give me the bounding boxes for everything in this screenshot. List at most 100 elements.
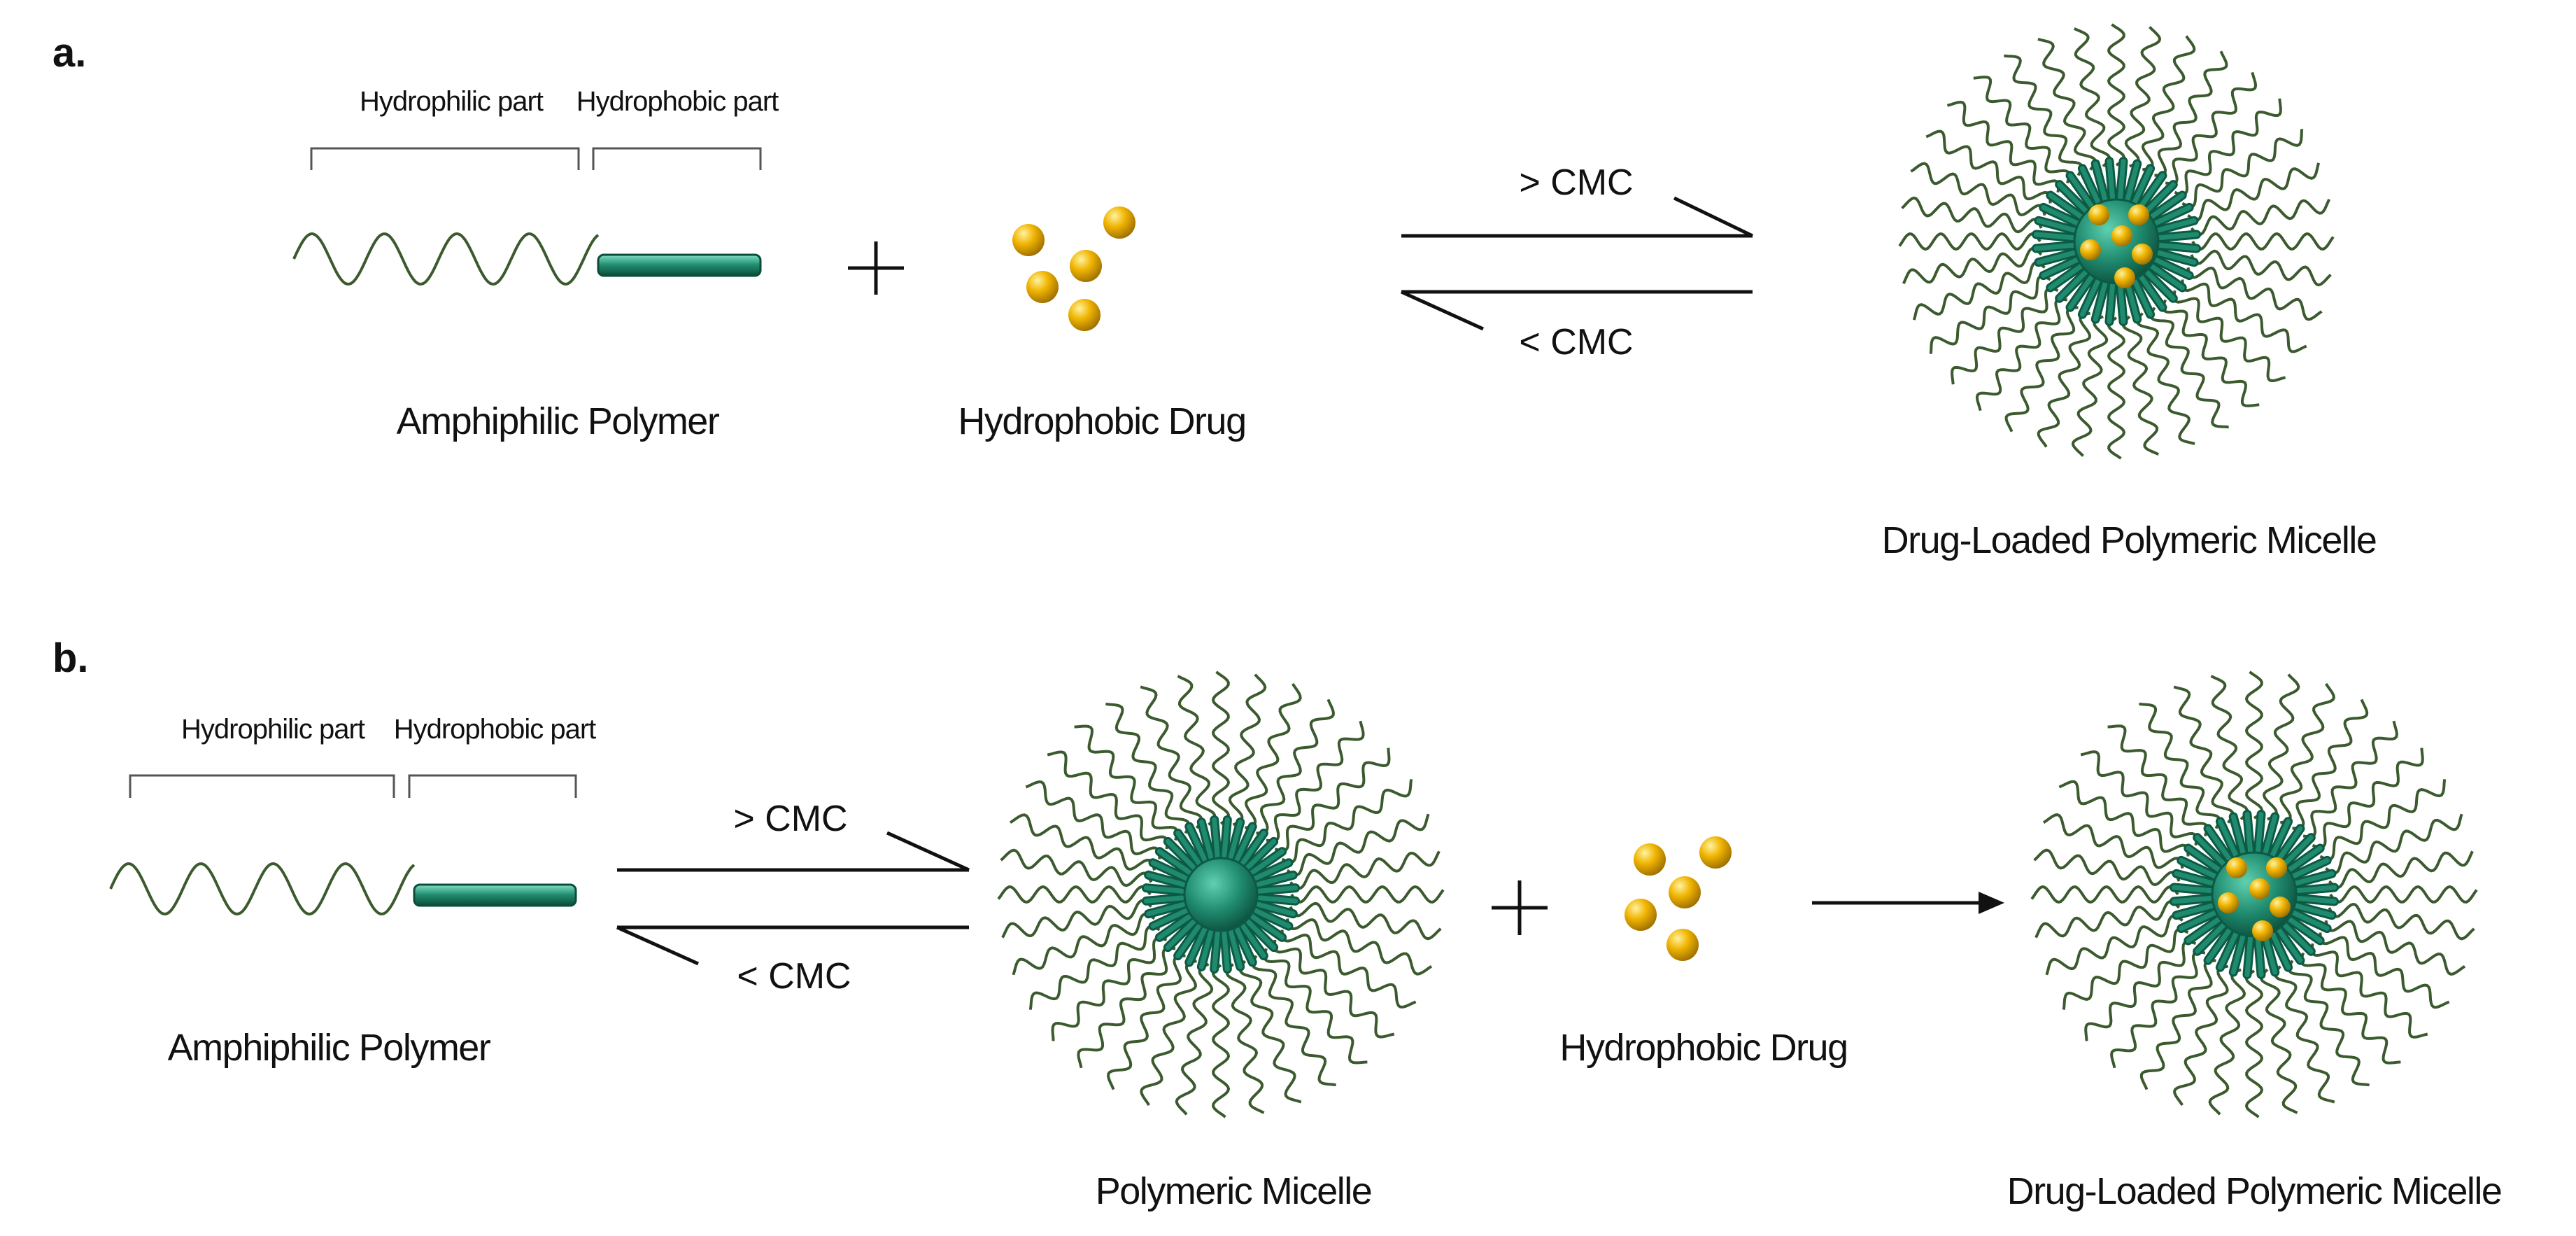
corona-chain [2262, 673, 2300, 821]
core-spike-highlight [2150, 242, 2200, 251]
drug-loaded-micelle-a [1898, 23, 2335, 460]
drug-molecule [1625, 899, 1657, 931]
corona-chain [2312, 747, 2424, 849]
core-spike-highlight [1248, 872, 1296, 890]
corona-chain [2084, 940, 2197, 1041]
core-spike-highlight [1246, 860, 1291, 884]
core-spike-highlight [1249, 885, 1298, 894]
polymer-label-b: Amphiphilic Polymer [168, 1027, 491, 1069]
core-spike-highlight [2093, 274, 2110, 322]
hydrophilic-chain-a [292, 232, 600, 286]
corona-chain [2141, 35, 2196, 171]
corona-chain [1898, 232, 2041, 251]
core-spike-highlight [2149, 218, 2197, 235]
core-spike-highlight [1165, 913, 1202, 950]
product-label-a: Drug-Loaded Polymeric Micelle [1882, 519, 2377, 561]
corona-chain [2149, 307, 2229, 429]
corona-chain [2058, 780, 2190, 857]
corona-chain [2260, 968, 2298, 1114]
core-spike-highlight [2067, 269, 2098, 310]
corona-chain [997, 885, 1152, 904]
core-spike-highlight [2144, 260, 2185, 290]
corona-chain [1244, 682, 1302, 830]
corona-chain [1009, 813, 1156, 871]
drug-cluster-b: Hydrophobic Drug [1559, 836, 1848, 1069]
corona-chain [2328, 850, 2474, 889]
hydrophobic-label-b: Hydrophobic part [394, 714, 596, 745]
core-spike-highlight [2244, 811, 2253, 861]
core-spike-highlight [2286, 901, 2335, 918]
corona-chain [1001, 899, 1152, 939]
corona-chain [2124, 26, 2162, 168]
micelle-core [1183, 857, 1259, 932]
drug-label-a: Hydrophobic Drug [958, 400, 1245, 442]
core-spike-highlight [2288, 895, 2337, 904]
core-spike-highlight [2135, 269, 2165, 310]
corona-chain [1140, 959, 1198, 1107]
drug-molecule [1103, 206, 1135, 239]
encapsulated-drug [2270, 897, 2291, 918]
hydrophobic-rod-b [413, 883, 577, 907]
core-spike-highlight [2260, 814, 2278, 862]
corona-chain [1012, 912, 1156, 976]
core-spike-highlight [2057, 182, 2093, 218]
corona-chain [1105, 702, 1190, 834]
corona-chain [2319, 932, 2450, 1009]
drug-molecule [1068, 299, 1101, 331]
core-spike-highlight [2186, 845, 2227, 876]
reverse-arrowhead-b [616, 925, 700, 966]
core-spike-highlight [2171, 895, 2221, 904]
core-spike-highlight [2079, 272, 2104, 317]
core-spike-highlight [2129, 166, 2153, 211]
corona-chain [2244, 969, 2264, 1118]
core-spike-highlight [2067, 173, 2098, 214]
drug-label-b: Hydrophobic Drug [1559, 1027, 1847, 1069]
core-spike-highlight [2267, 925, 2291, 970]
core-spike-highlight [2146, 204, 2192, 229]
core-spike-highlight [1240, 838, 1277, 876]
encapsulated-drug [2249, 878, 2270, 899]
product-label-b: Drug-Loaded Polymeric Micelle [2007, 1170, 2502, 1212]
encapsulated-drug [2252, 920, 2273, 941]
core-spike-highlight [1156, 849, 1198, 880]
corona-chain [2071, 315, 2109, 457]
forward-arrowhead-b [886, 831, 970, 872]
core-spike-highlight [2288, 885, 2337, 894]
core-spike-highlight [1236, 830, 1266, 872]
core-spike-highlight [1231, 920, 1255, 965]
core-spike-highlight [1156, 909, 1198, 940]
corona-chain [1077, 946, 1176, 1069]
polymeric-micelle-b [997, 670, 1445, 1118]
drug-molecule [1070, 250, 1102, 282]
drug-molecule [1012, 224, 1045, 256]
corona-chain [1252, 955, 1336, 1087]
corona-chain [1946, 100, 2060, 193]
corona-chain [2191, 232, 2335, 251]
core-spike-highlight [1246, 905, 1291, 929]
corona-chain [2004, 54, 2083, 176]
core-spike-highlight [1198, 922, 1216, 969]
panel-a: a. Hydrophilic part Hydrophobic part Amp… [52, 23, 2377, 561]
polymer-b: Hydrophilic part Hydrophobic part Amphip… [109, 714, 597, 1069]
corona-chain [1901, 196, 2043, 234]
corona-chain [2173, 964, 2229, 1107]
core-spike-highlight [2048, 260, 2089, 290]
core-spike-highlight [2284, 857, 2330, 882]
core-spike-highlight [1175, 830, 1206, 872]
corona-chain [1951, 287, 2059, 385]
core-spike-highlight [2217, 819, 2242, 864]
corona-chain [1289, 901, 1442, 941]
corona-chain [2033, 848, 2181, 887]
corona-chain [2274, 965, 2335, 1104]
corona-chain [1285, 918, 1433, 976]
core-spike-highlight [2186, 913, 2227, 943]
hydrophilic-chain-b [109, 862, 416, 916]
corona-chain [2042, 813, 2184, 869]
forward-arrowhead-a [1673, 196, 1754, 238]
equilibrium-arrows-b: > CMC < CMC [616, 799, 970, 997]
corona-chain [2030, 885, 2179, 904]
core-spike-highlight [2041, 204, 2086, 229]
corona-chain [1025, 780, 1161, 859]
corona-chain [1256, 698, 1335, 835]
